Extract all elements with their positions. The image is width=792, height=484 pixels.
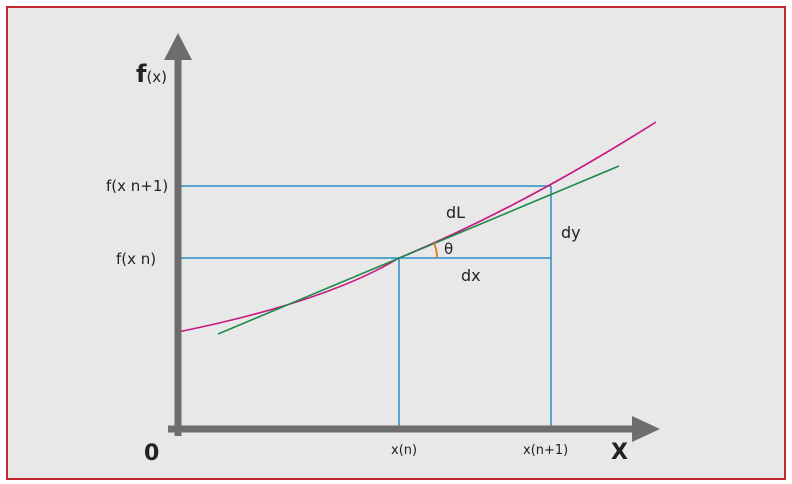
x-axis-label: X — [611, 440, 628, 465]
dx-label: dx — [461, 266, 481, 285]
y-tick-fxn1: f(x n+1) — [106, 177, 168, 195]
theta-label: θ — [444, 240, 453, 258]
tangent-line — [217, 165, 620, 335]
y-axis-label-sub: (x) — [146, 68, 167, 86]
y-axis-arrowhead — [164, 33, 192, 60]
x-axis-arrowhead — [632, 416, 660, 442]
x-tick-xn1: x(n+1) — [523, 443, 568, 458]
dy-label: dy — [561, 223, 581, 242]
y-axis-label-main: f — [136, 60, 147, 88]
origin-label: 0 — [144, 441, 159, 466]
theta-angle-arc — [433, 242, 438, 259]
y-axis-label: f(x) — [136, 60, 167, 88]
y-tick-fxn: f(x n) — [116, 250, 156, 268]
guide-lines — [178, 185, 552, 429]
diagram-frame — [6, 6, 786, 480]
axes — [164, 33, 660, 442]
dl-label: dL — [446, 203, 465, 222]
curve-fx — [177, 121, 657, 333]
x-tick-xn: x(n) — [391, 443, 417, 458]
